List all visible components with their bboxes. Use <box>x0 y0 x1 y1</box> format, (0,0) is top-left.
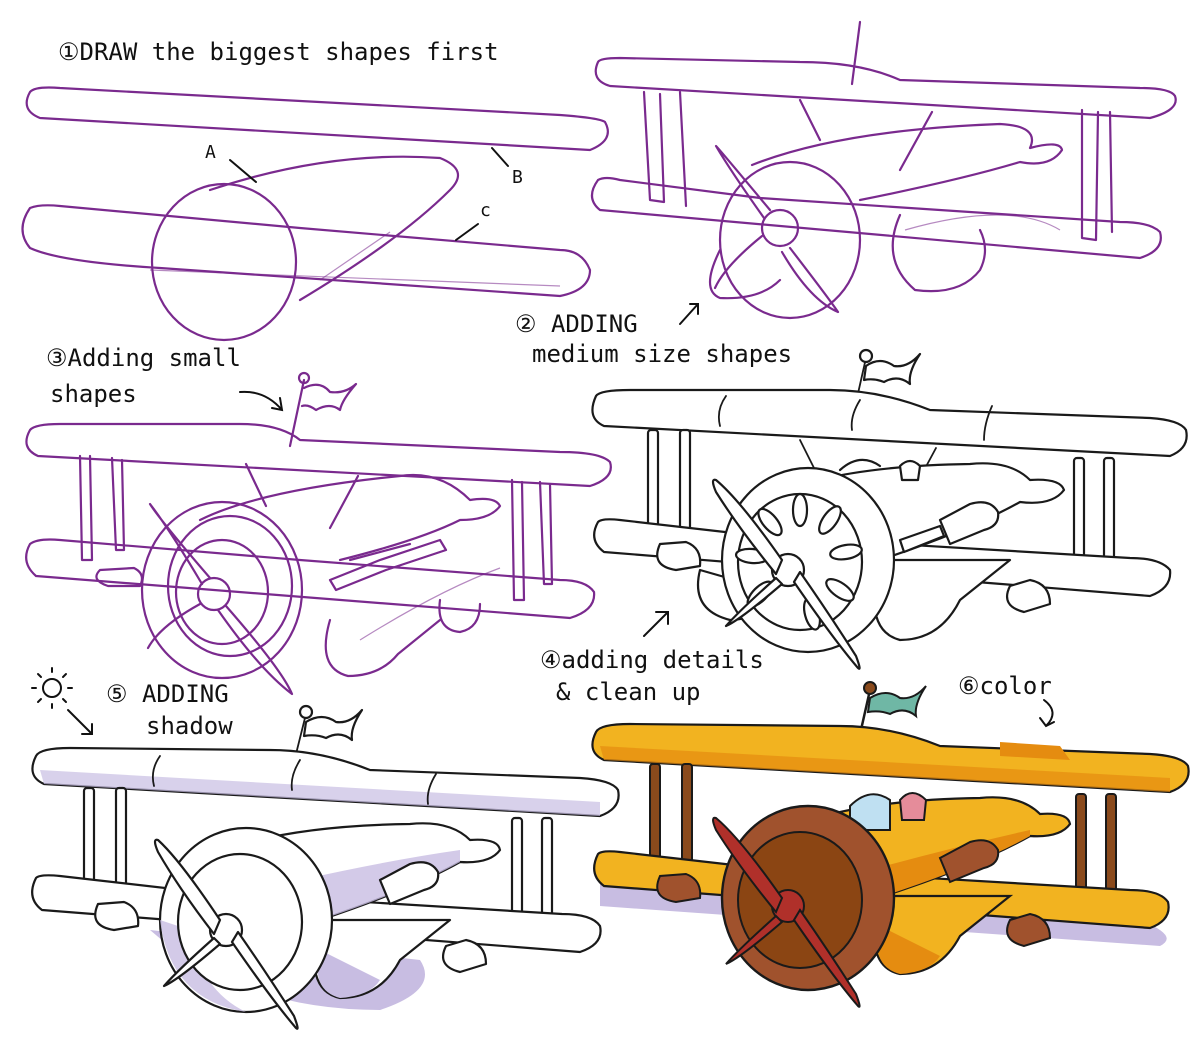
light-direction-arrow-icon <box>67 709 93 735</box>
step-5-subtitle: shadow <box>146 712 233 740</box>
step-4-title: ④adding details <box>540 646 764 674</box>
annotation-a: A <box>205 142 216 163</box>
sun-icon <box>31 667 73 709</box>
step-3-title: ③Adding small <box>46 344 241 372</box>
arrow-icon <box>239 390 284 412</box>
step-3-panel: ③Adding small shapes <box>25 344 612 696</box>
annotation-c: c <box>480 200 491 221</box>
step-4-panel: ④adding details & clean up <box>540 348 1188 706</box>
arrow-icon <box>1039 699 1055 728</box>
step-3-subtitle: shapes <box>50 380 137 408</box>
arrow-icon <box>679 303 699 325</box>
step-2-subtitle: medium size shapes <box>532 340 792 368</box>
annotation-b-leader <box>491 147 509 167</box>
step-6-title: ⑥color <box>958 672 1052 700</box>
annotation-c-leader <box>455 223 479 241</box>
step-2-title: ② ADDING <box>515 310 638 338</box>
step-1-panel: ①DRAW the biggest shapes first A B c <box>21 38 609 342</box>
step-6-panel: ⑥color <box>591 672 1190 1008</box>
step-5-panel: ⑤ ADDING shadow <box>31 667 620 1030</box>
step-4-subtitle: & clean up <box>556 678 701 706</box>
step-1-title: ①DRAW the biggest shapes first <box>58 38 499 66</box>
annotation-b: B <box>512 167 523 188</box>
engine-cylinder-pattern <box>734 492 863 631</box>
step-5-title: ⑤ ADDING <box>106 680 229 708</box>
arrow-icon <box>643 611 669 637</box>
annotation-a-leader <box>229 159 257 183</box>
step-2-panel: ② ADDING medium size shapes <box>515 20 1177 368</box>
